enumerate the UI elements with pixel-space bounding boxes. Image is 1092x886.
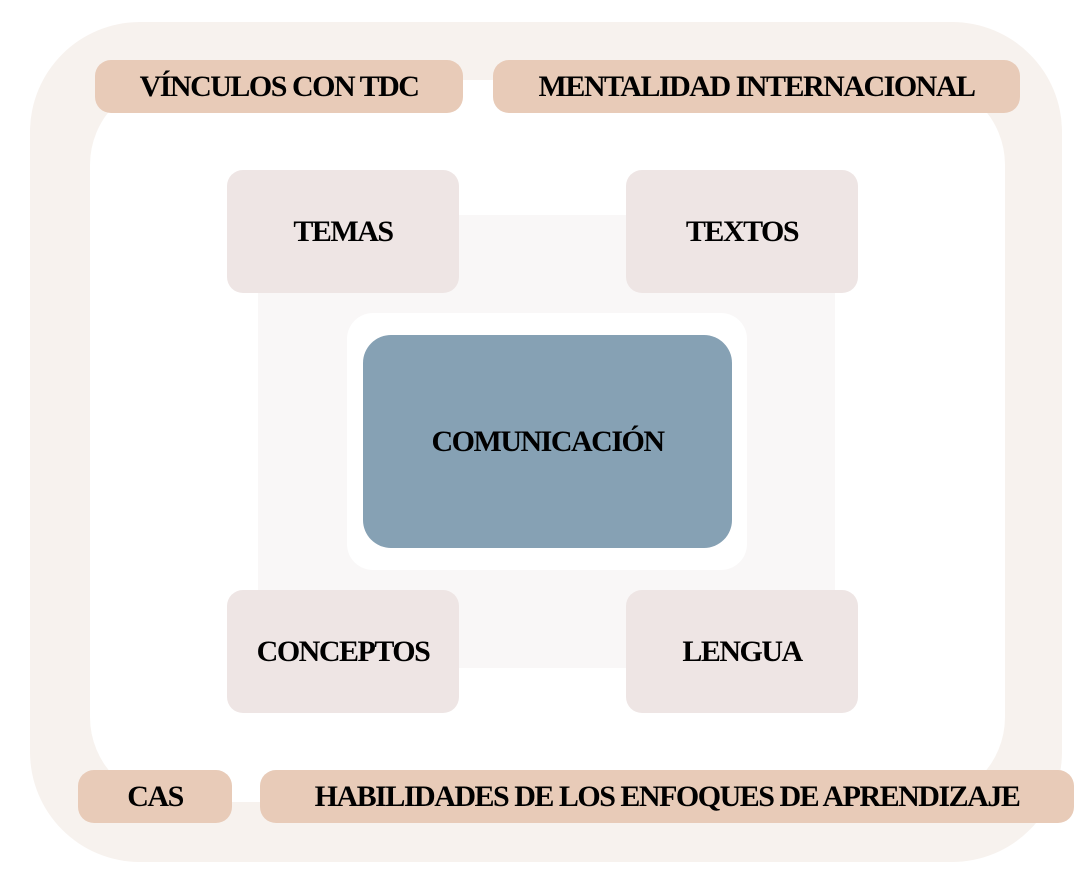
pill-tdc-links: VÍNCULOS CON TDC: [95, 60, 463, 113]
box-label: TEXTOS: [685, 214, 800, 248]
pill-label: MENTALIDAD INTERNACIONAL: [538, 69, 977, 103]
pill-label: VÍNCULOS CON TDC: [139, 69, 420, 103]
box-label: CONCEPTOS: [256, 634, 431, 668]
center-box: COMUNICACIÓN: [363, 335, 732, 548]
box-label: TEMAS: [293, 214, 394, 248]
pill-label: HABILIDADES DE LOS ENFOQUES DE APRENDIZA…: [314, 779, 1021, 813]
box-conceptos: CONCEPTOS: [227, 590, 459, 713]
box-textos: TEXTOS: [626, 170, 858, 293]
pill-atl-skills: HABILIDADES DE LOS ENFOQUES DE APRENDIZA…: [260, 770, 1074, 823]
pill-international-mindedness: MENTALIDAD INTERNACIONAL: [493, 60, 1020, 113]
box-lengua: LENGUA: [626, 590, 858, 713]
pill-cas: CAS: [78, 770, 232, 823]
box-temas: TEMAS: [227, 170, 459, 293]
pill-label: CAS: [127, 779, 184, 813]
center-label: COMUNICACIÓN: [431, 424, 666, 458]
box-label: LENGUA: [682, 634, 803, 668]
